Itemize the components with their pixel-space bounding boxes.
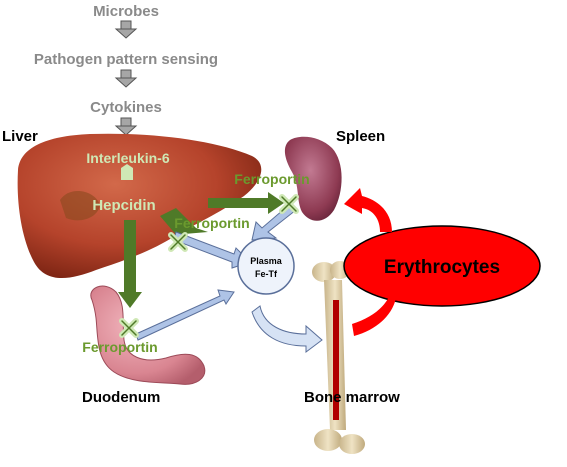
cytokines-label: Cytokines [90,99,162,116]
ferroportin-spleen-label: Ferroportin [234,171,309,187]
red-arrow-to-spleen [344,188,392,232]
ferroportin-x-duodenum [119,318,139,338]
spleen-illustration [284,136,342,221]
hepcidin-label: Hepcidin [92,197,155,214]
iron-flow-arrow-duodenum [135,289,235,341]
iron-flow-arrow-marrow [251,305,323,353]
pathogen-sensing-label: Pathogen pattern sensing [34,51,218,68]
ferroportin-x-spleen [279,194,299,214]
bone-illustration [312,261,365,454]
ferroportin-liver-label: Ferroportin [174,215,249,231]
hepcidin-arrow-to-spleen [208,192,284,214]
plasma-label: Plasma [250,256,283,266]
red-arrow-from-marrow [352,278,402,336]
bone-marrow-label: Bone marrow [304,389,400,406]
pathway-arrow-2 [114,69,138,88]
ferroportin-duodenum-label: Ferroportin [82,339,157,355]
erythrocytes-label: Erythrocytes [384,257,500,278]
spleen-label: Spleen [336,128,385,145]
microbes-label: Microbes [93,3,159,20]
pathway-arrow-1 [114,20,138,39]
interleukin-6-label: Interleukin-6 [86,150,169,166]
plasma-fe-tf-node [237,237,295,295]
fe-tf-label: Fe-Tf [255,269,278,279]
hepcidin-arrow-down [118,220,142,308]
ferroportin-x-liver [168,232,188,252]
hepcidin-arrow-diagonal [160,208,208,244]
duodenum-illustration [90,285,206,385]
pathway-arrow-3 [114,117,138,136]
liver-illustration [17,133,262,279]
duodenum-label: Duodenum [82,389,160,406]
liver-label: Liver [2,128,38,145]
il6-arrow [121,164,133,180]
gallbladder-shape [60,190,100,221]
